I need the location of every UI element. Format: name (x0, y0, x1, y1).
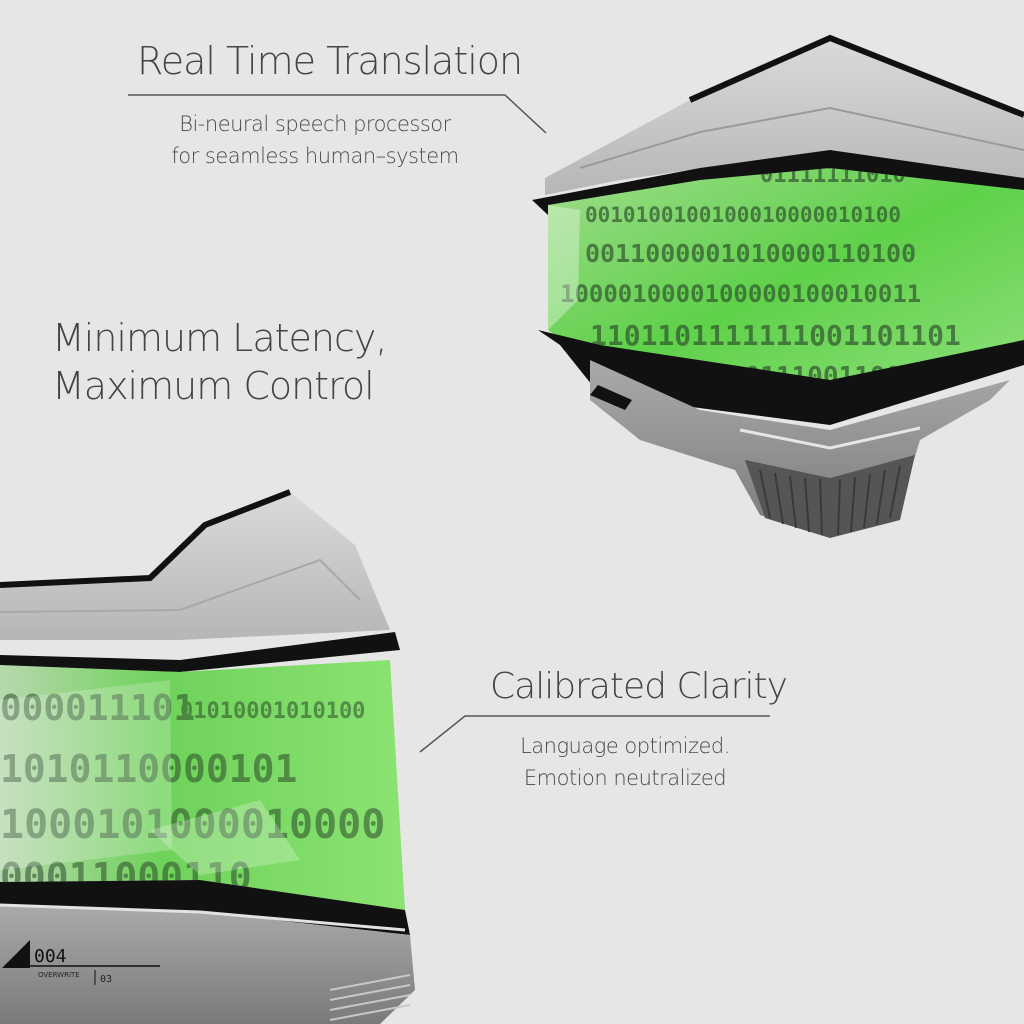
callout-title-latency: Minimum Latency, Maximum Control (52, 315, 387, 410)
title-line: Minimum Latency, (52, 316, 387, 360)
label-number: 004 (34, 946, 67, 967)
binary-row: 0011000001010000110100 (585, 239, 916, 268)
binary-row: 1000101000010000 (0, 802, 385, 848)
callout-subtitle-translation: Bi-neural speech processor for seamless … (150, 108, 480, 172)
subtitle-line: Language optimized. (520, 734, 730, 758)
callout-title-clarity: Calibrated Clarity (490, 666, 788, 707)
subtitle-line: Bi-neural speech processor (179, 112, 451, 136)
label-code: 03 (100, 974, 112, 985)
binary-row: 0010100100100010000010100 (585, 203, 901, 227)
leader-line-clarity (419, 715, 770, 753)
chin-slot (590, 385, 632, 410)
helmet-top: 01111111010 0010100100100010000010100 00… (532, 34, 1024, 538)
helmet-bottom: 000011101 01010001010100 1010110000101 1… (0, 489, 415, 1024)
callout-title-translation: Real Time Translation (137, 39, 523, 83)
binary-row: 000011101 (0, 688, 195, 729)
binary-row: 01010001010100 (180, 699, 365, 724)
subtitle-line: Emotion neutralized (523, 766, 727, 790)
binary-row: 1010110000101 (0, 747, 297, 791)
callout-subtitle-clarity: Language optimized. Emotion neutralized (470, 730, 780, 794)
leader-line-translation (128, 94, 547, 134)
title-line: Maximum Control (52, 363, 375, 408)
triangle-emblem-icon (2, 940, 30, 968)
binary-row: 1000010000100000100010011 (560, 280, 921, 308)
label-text: OVERWRITE (38, 971, 80, 979)
subtitle-line: for seamless human–system (171, 144, 459, 168)
binary-row: 01111111010 (760, 163, 906, 188)
binary-row: 1101101111111001101101 (590, 319, 961, 352)
